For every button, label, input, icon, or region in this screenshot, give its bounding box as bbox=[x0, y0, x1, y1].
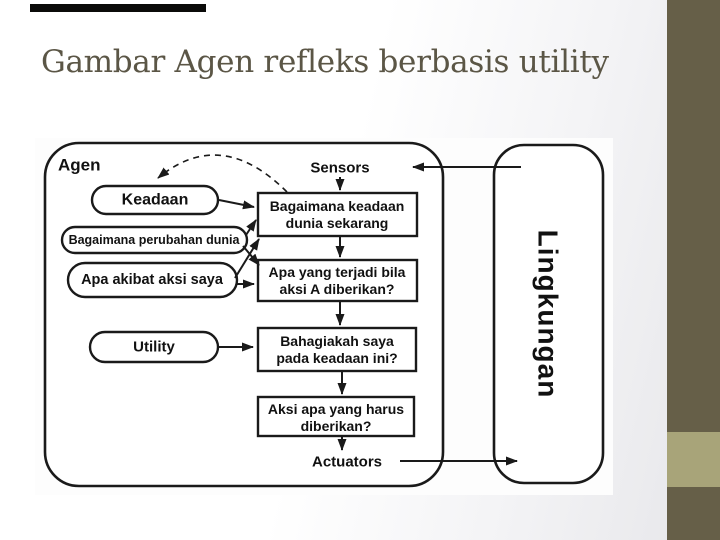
utility-agent-diagram: Agen Lingkungan Sensors Actuators Keadaa… bbox=[35, 138, 613, 495]
state-ellipse bbox=[90, 184, 220, 216]
theme-accent-band bbox=[667, 432, 720, 487]
what-if-line2: aksi A diberikan? bbox=[280, 281, 395, 297]
environment-label: Lingkungan bbox=[533, 230, 564, 399]
utility-label: Utility bbox=[133, 339, 175, 356]
agent-label: Agen bbox=[58, 156, 101, 175]
actions-effect-label: Apa akibat aksi saya bbox=[81, 272, 224, 288]
evolves-to-whatif-arrow bbox=[242, 245, 260, 266]
action-box bbox=[256, 395, 416, 438]
sensors-label: Sensors bbox=[310, 160, 369, 177]
what-if-line1: Apa yang terjadi bila bbox=[269, 264, 406, 280]
state-label: Keadaan bbox=[122, 192, 189, 209]
effect-to-worldnow-arrow bbox=[234, 238, 260, 279]
action-line1: Aksi apa yang harus bbox=[268, 401, 404, 417]
utility-ellipse bbox=[88, 330, 220, 364]
world-now-box bbox=[256, 191, 419, 238]
state-to-worldnow-arrow bbox=[218, 199, 255, 210]
action-line2: diberikan? bbox=[301, 418, 372, 434]
slide-title: Gambar Agen refleks berbasis utility bbox=[41, 44, 609, 80]
world-now-line2: dunia sekarang bbox=[286, 215, 389, 231]
world-evolves-label: Bagaimana perubahan dunia bbox=[69, 233, 241, 247]
happy-line2: pada keadaan ini? bbox=[276, 350, 397, 366]
environment-container bbox=[492, 143, 605, 485]
happy-line1: Bahagiakah saya bbox=[280, 333, 394, 349]
actuators-label: Actuators bbox=[312, 454, 382, 471]
what-if-box bbox=[256, 258, 419, 303]
top-accent-bar bbox=[30, 4, 206, 12]
happy-box bbox=[256, 326, 418, 373]
world-evolves-ellipse bbox=[60, 225, 249, 255]
actions-effect-ellipse bbox=[66, 261, 239, 299]
world-now-line1: Bagaimana keadaan bbox=[270, 198, 405, 214]
theme-sidebar bbox=[667, 0, 720, 540]
evolves-to-worldnow-arrow bbox=[245, 219, 257, 236]
